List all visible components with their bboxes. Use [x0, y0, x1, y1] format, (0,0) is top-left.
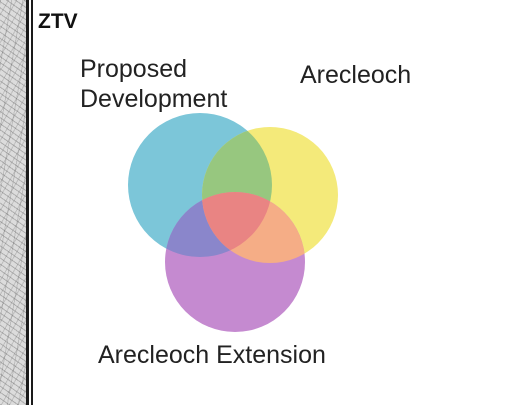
proposed-development-label-line1: Proposed	[80, 55, 188, 83]
proposed-development-label-line2: Development	[80, 85, 228, 113]
frame-border-right	[31, 0, 33, 405]
background-map-strip	[0, 0, 26, 405]
frame-border-left	[26, 0, 29, 405]
arecleoch-extension-label: Arecleoch Extension	[98, 341, 326, 369]
legend-title: ZTV	[38, 10, 78, 33]
arecleoch-label: Arecleoch	[300, 61, 412, 89]
proposed-development-label: Proposed Development	[80, 54, 227, 114]
